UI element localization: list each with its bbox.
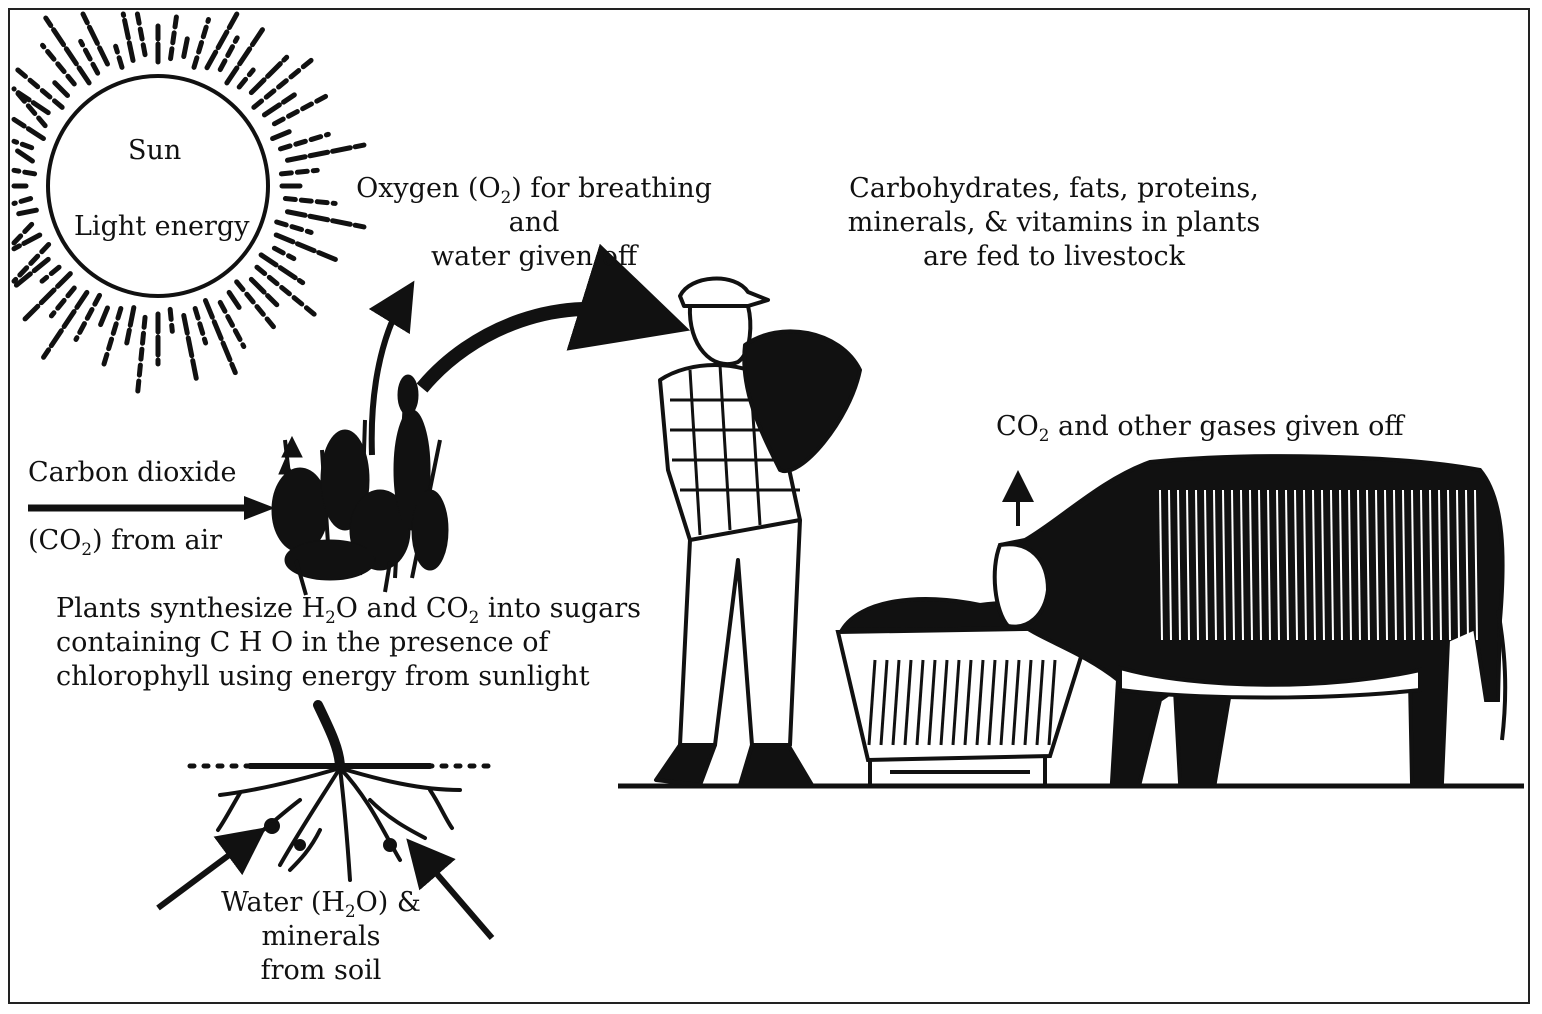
co2-gases-label: CO2 and other gases given off bbox=[996, 410, 1404, 444]
synthesis-label: Plants synthesize H2O and CO2 into sugar… bbox=[56, 592, 641, 694]
carbon-dioxide-arrow bbox=[28, 496, 275, 520]
plant-icon bbox=[272, 375, 448, 595]
nutrients-label: Carbohydrates, fats, proteins, minerals,… bbox=[824, 172, 1284, 274]
plant-to-farmer-arrow bbox=[422, 309, 650, 388]
carbon-dioxide-source-label: (CO2) from air bbox=[28, 524, 222, 558]
light-energy-label: Light energy bbox=[74, 210, 249, 244]
farmer-icon bbox=[656, 279, 860, 785]
carbon-dioxide-label: Carbon dioxide bbox=[28, 456, 236, 490]
sun-label: Sun bbox=[128, 134, 181, 168]
cow-icon bbox=[995, 456, 1506, 782]
oxygen-label: Oxygen (O2) for breathing and water give… bbox=[348, 172, 720, 274]
sun-icon bbox=[14, 14, 364, 395]
water-minerals-label: Water (H2O) & minerals from soil bbox=[196, 886, 446, 988]
